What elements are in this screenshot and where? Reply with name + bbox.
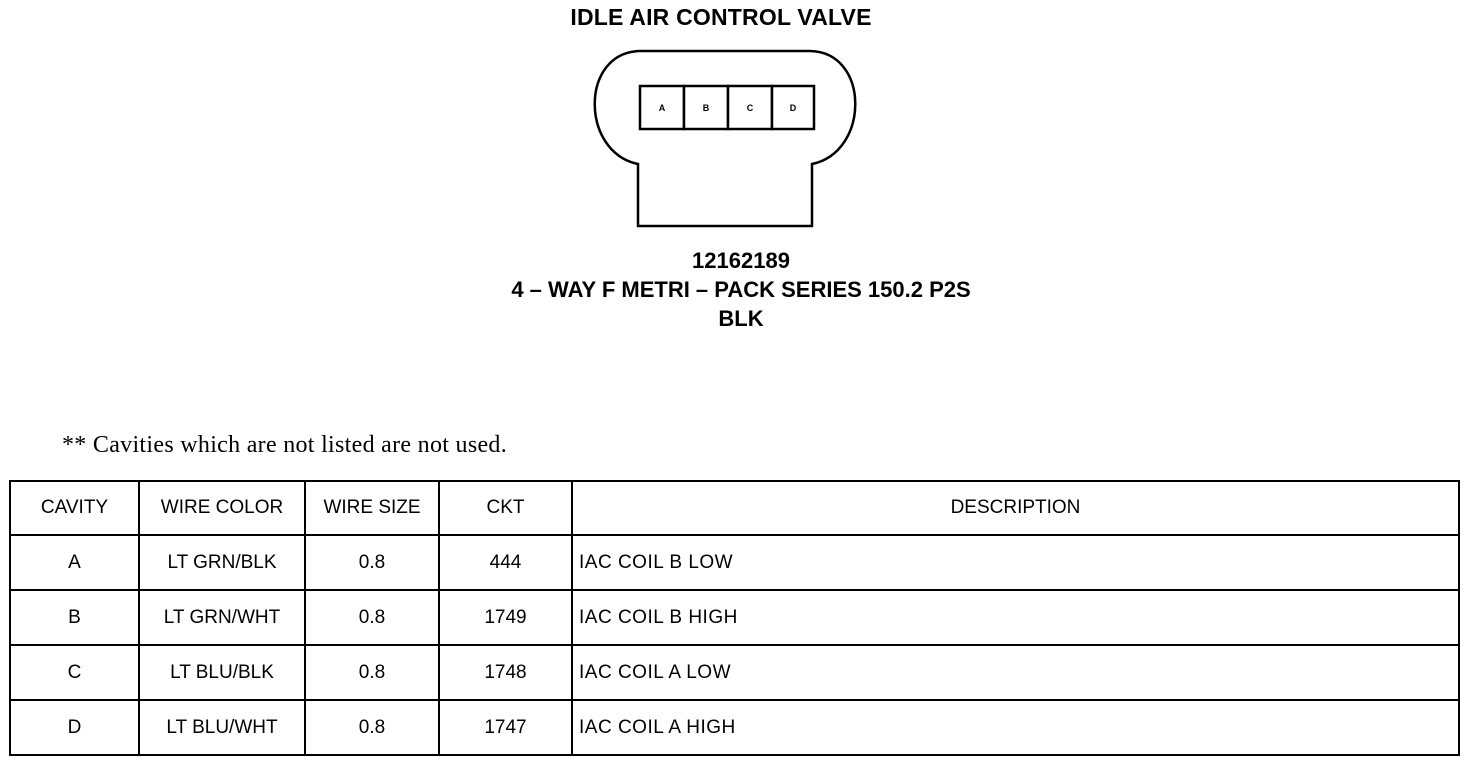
cell-ckt: 1748 [438, 644, 573, 701]
pin-cavity-c [726, 84, 774, 131]
pin-cavity-d [770, 84, 816, 131]
cell-wire-color: LT GRN/BLK [138, 534, 306, 591]
cavity-table: CAVITY WIRE COLOR WIRE SIZE CKT DESCRIPT… [9, 480, 1460, 756]
cell-description: IAC COIL B HIGH [571, 589, 1460, 646]
pin-label-a: A [659, 103, 666, 113]
table-row: C LT BLU/BLK 0.8 1748 IAC COIL A LOW [9, 644, 1460, 701]
cell-description: IAC COIL B LOW [571, 534, 1460, 591]
header-wire-size: WIRE SIZE [304, 480, 440, 536]
header-description: DESCRIPTION [571, 480, 1460, 536]
pin-label-d: D [790, 103, 797, 113]
diagram-title: IDLE AIR CONTROL VALVE [570, 4, 872, 30]
cell-description: IAC COIL A LOW [571, 644, 1460, 701]
cell-wire-size: 0.8 [304, 534, 440, 591]
table-header-row: CAVITY WIRE COLOR WIRE SIZE CKT DESCRIPT… [9, 480, 1460, 536]
pin-label-b: B [703, 103, 710, 113]
cell-cavity: B [9, 589, 140, 646]
header-ckt: CKT [438, 480, 573, 536]
pin-cavity-row: A B C D [638, 84, 816, 131]
table-row: B LT GRN/WHT 0.8 1749 IAC COIL B HIGH [9, 589, 1460, 646]
unused-cavities-note: ** Cavities which are not listed are not… [62, 432, 508, 458]
cell-ckt: 444 [438, 534, 573, 591]
cell-wire-size: 0.8 [304, 589, 440, 646]
pin-label-c: C [747, 103, 754, 113]
cell-cavity: C [9, 644, 140, 701]
pin-cavity-b [682, 84, 730, 131]
cell-wire-color: LT GRN/WHT [138, 589, 306, 646]
cell-wire-size: 0.8 [304, 644, 440, 701]
header-cavity: CAVITY [9, 480, 140, 536]
table-row: A LT GRN/BLK 0.8 444 IAC COIL B LOW [9, 534, 1460, 591]
table-row: D LT BLU/WHT 0.8 1747 IAC COIL A HIGH [9, 699, 1460, 756]
cell-ckt: 1747 [438, 699, 573, 756]
connector-description: 4 – WAY F METRI – PACK SERIES 150.2 P2S [511, 277, 971, 302]
cell-wire-color: LT BLU/BLK [138, 644, 306, 701]
pin-cavity-a [638, 84, 686, 131]
part-number: 12162189 [692, 248, 790, 273]
cell-description: IAC COIL A HIGH [571, 699, 1460, 756]
cell-cavity: D [9, 699, 140, 756]
connector-color: BLK [718, 306, 764, 331]
connector-outline [593, 49, 857, 228]
cell-ckt: 1749 [438, 589, 573, 646]
header-wire-color: WIRE COLOR [138, 480, 306, 536]
cell-cavity: A [9, 534, 140, 591]
cell-wire-color: LT BLU/WHT [138, 699, 306, 756]
connector-diagram: A B C D [593, 49, 857, 228]
cell-wire-size: 0.8 [304, 699, 440, 756]
